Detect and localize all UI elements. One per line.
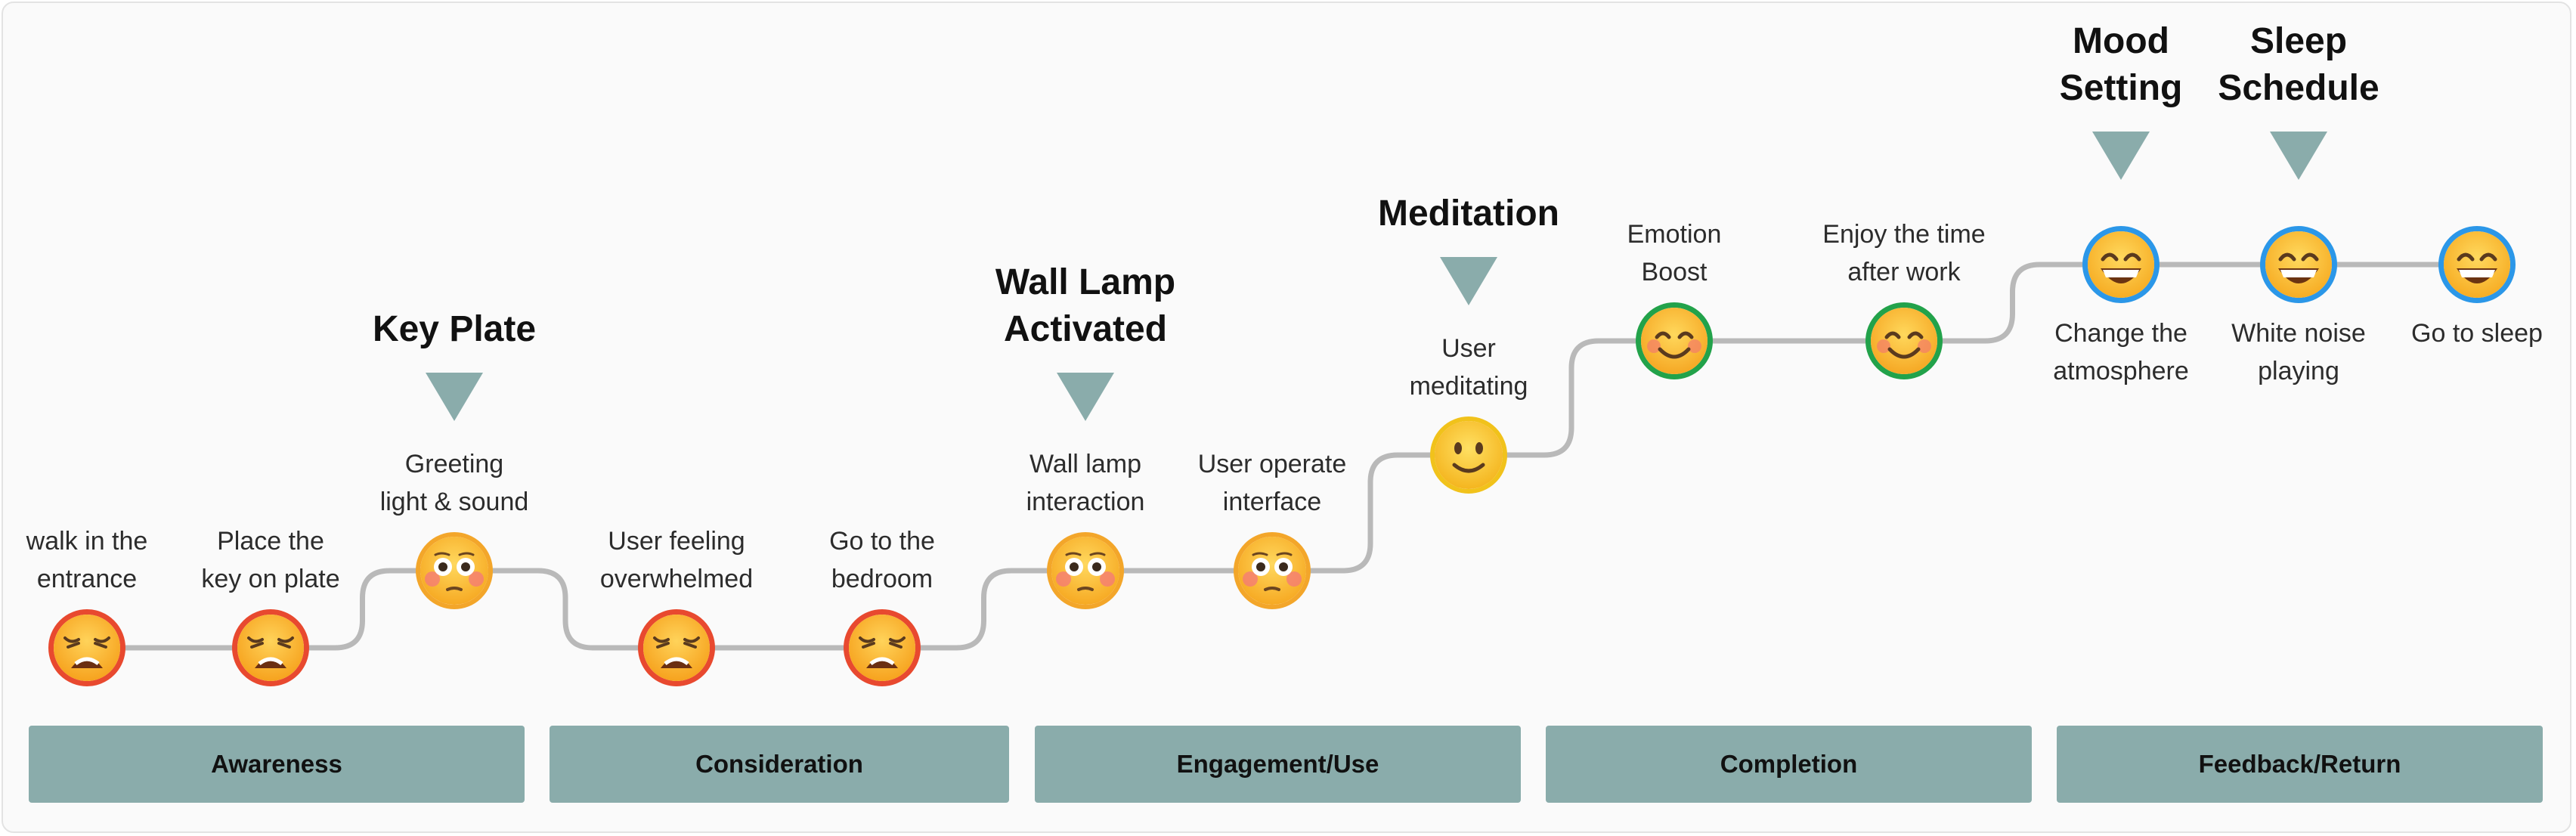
touchpoint-marker-wall-lamp [1057, 373, 1114, 421]
grinning-face-icon [2444, 231, 2510, 298]
step-label-go-to-bedroom: Go to the bedroom [829, 527, 935, 593]
touchpoint-title-meditation: Meditation [1378, 194, 1559, 234]
connector-segment [1269, 452, 1472, 574]
phase-feedback-return: Feedback/Return [2057, 726, 2543, 803]
weary-face-icon [54, 615, 120, 681]
weary-face-icon [849, 615, 915, 681]
step-label-place-key: Place the key on plate [201, 527, 340, 593]
step-node-go-to-sleep [2438, 226, 2516, 303]
flushed-face-icon [1051, 537, 1119, 605]
touchpoint-title-key-plate: Key Plate [372, 309, 537, 349]
slightly-smiling-face-icon [1435, 421, 1503, 489]
grinning-face-icon [2265, 231, 2332, 298]
touchpoint-title-mood-setting: Mood Setting [2059, 21, 2183, 108]
flushed-face-icon [1238, 537, 1306, 605]
step-node-white-noise [2260, 226, 2337, 303]
touchpoint-marker-key-plate [426, 373, 483, 421]
step-node-go-to-bedroom [844, 609, 921, 686]
step-label-user-meditating: User meditating [1409, 334, 1528, 401]
step-node-greeting-light-sound [416, 532, 493, 609]
grinning-face-icon [2088, 231, 2154, 298]
step-label-white-noise: White noise playing [2231, 319, 2366, 385]
weary-face-icon [643, 615, 710, 681]
smiling-face-icon [1641, 308, 1708, 374]
step-node-walk-in-entrance [48, 609, 125, 686]
phase-awareness: Awareness [29, 726, 525, 803]
weary-face-icon [237, 615, 304, 681]
step-node-emotion-boost [1636, 302, 1713, 379]
phase-engagement-use: Engagement/Use [1035, 726, 1521, 803]
flushed-face-icon [420, 537, 488, 605]
phase-consideration: Consideration [550, 726, 1009, 803]
connector-segment [1466, 338, 1677, 458]
step-node-change-atmosphere [2082, 226, 2160, 303]
step-node-user-meditating [1430, 416, 1507, 494]
connector-segment [1901, 262, 2124, 344]
touchpoint-title-wall-lamp: Wall Lamp Activated [995, 262, 1176, 349]
step-label-emotion-boost: Emotion Boost [1627, 220, 1722, 286]
connector-segment [268, 568, 457, 651]
touchpoint-marker-meditation [1440, 257, 1497, 305]
touchpoint-marker-mood-setting [2092, 132, 2150, 180]
step-node-wall-lamp-interaction [1047, 532, 1124, 609]
step-label-change-atmosphere: Change the atmosphere [2053, 319, 2189, 385]
step-node-place-key [232, 609, 309, 686]
touchpoint-title-sleep-schedule: Sleep Schedule [2218, 21, 2379, 108]
smiling-face-icon [1871, 308, 1937, 374]
step-label-greeting-light-sound: Greeting light & sound [379, 450, 529, 516]
touchpoint-marker-sleep-schedule [2270, 132, 2327, 180]
step-label-wall-lamp-interaction: Wall lamp interaction [1026, 450, 1145, 516]
step-label-go-to-sleep: Go to sleep [2411, 319, 2543, 348]
step-label-walk-in-entrance: walk in the entrance [26, 527, 148, 593]
step-label-user-operate-interface: User operate interface [1197, 450, 1347, 516]
phase-completion: Completion [1546, 726, 2032, 803]
step-label-user-overwhelmed: User feeling overwhelmed [599, 527, 754, 593]
step-label-enjoy-time: Enjoy the time after work [1822, 220, 1986, 286]
step-node-user-operate-interface [1234, 532, 1311, 609]
connector-segment [451, 568, 680, 651]
step-node-enjoy-time [1865, 302, 1943, 379]
step-node-user-overwhelmed [638, 609, 715, 686]
connector-segment [879, 568, 1088, 651]
